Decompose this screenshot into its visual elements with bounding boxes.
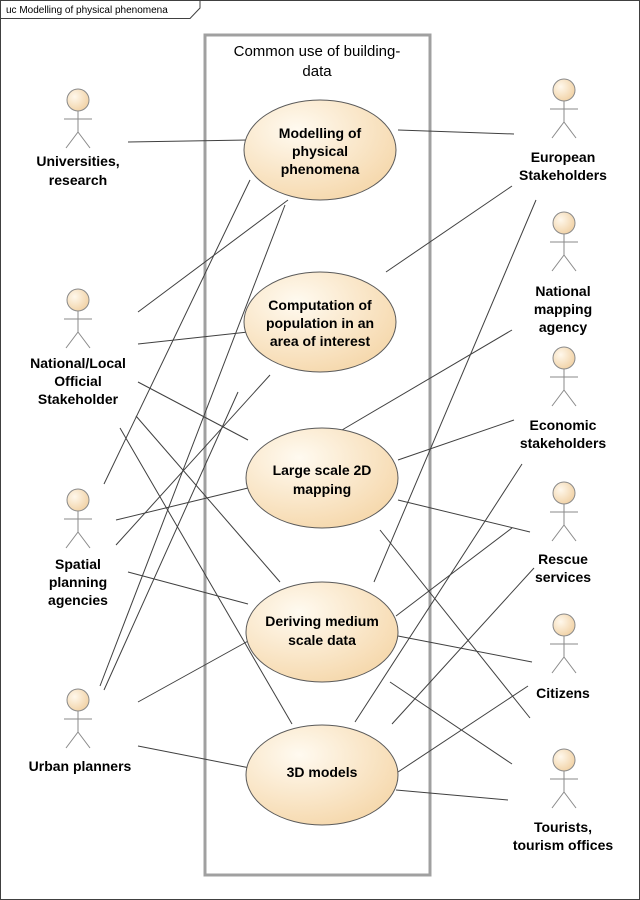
assoc-european-medium <box>373 199 537 583</box>
assoc-national-3d <box>119 427 293 725</box>
assoc-urban-population <box>103 391 239 691</box>
usecase-3d-models[interactable]: 3D models <box>245 724 399 826</box>
assoc-rescue-medium <box>379 529 531 719</box>
assoc-citizens-largescale <box>389 681 513 765</box>
assoc-citizens-medium <box>397 635 533 663</box>
assoc-national-population <box>137 331 249 345</box>
usecase-medium-scale[interactable]: Deriving medium scale data <box>245 581 399 683</box>
assoc-national-largescale <box>137 381 249 441</box>
assoc-rescue-largescale <box>397 499 531 533</box>
actor-stick-figure-icon <box>550 613 578 674</box>
actor-urban-planners[interactable]: Urban planners <box>29 688 132 774</box>
actor-spatial-planning-line-1: Spatial <box>55 556 101 572</box>
system-boundary <box>203 33 432 877</box>
actor-citizens-line-1: Citizens <box>536 685 590 701</box>
usecase-medium-scale-line-1: Deriving medium <box>265 613 379 629</box>
actor-rescue[interactable]: Rescue services <box>535 481 591 585</box>
actor-economic-line-2: stakeholders <box>520 435 607 451</box>
assoc-mapping-3d <box>354 463 523 723</box>
usecase-3d-models-line-1: 3D models <box>287 764 358 780</box>
actor-national-mapping-line-1: National <box>535 283 590 299</box>
usecase-modelling-line-2: physical <box>292 143 348 159</box>
associations <box>99 129 537 801</box>
usecase-population-line-1: Computation of <box>268 297 372 313</box>
usecase-modelling-line-3: phenomena <box>281 161 360 177</box>
actor-stick-figure-icon <box>550 78 578 139</box>
assoc-spatial-population <box>115 374 271 546</box>
assoc-spatial-largescale <box>115 487 249 521</box>
actor-stick-figure-icon <box>64 288 92 349</box>
assoc-spatial-medium <box>127 571 249 605</box>
assoc-economic-medium <box>395 527 513 617</box>
assoc-spatial-modelling <box>103 179 251 485</box>
assoc-spatial-medium-2 <box>135 415 281 583</box>
assoc-rescue-3d <box>391 567 535 725</box>
usecase-large-scale-line-2: mapping <box>293 481 351 497</box>
actor-national-mapping-line-2: mapping <box>534 301 592 317</box>
actor-tourists-line-1: Tourists, <box>534 819 592 835</box>
actor-national-local-line-2: Official <box>54 373 101 389</box>
actor-spatial-planning-line-3: agencies <box>48 592 108 608</box>
usecase-medium-scale-line-2: scale data <box>288 632 356 648</box>
assoc-mapping-largescale <box>341 329 513 431</box>
actor-urban-planners-line-1: Urban planners <box>29 758 132 774</box>
actor-tourists[interactable]: Tourists, tourism offices <box>513 748 614 853</box>
assoc-urban-medium <box>137 639 251 703</box>
actor-stick-figure-icon <box>550 748 578 809</box>
actor-stick-figure-icon <box>550 211 578 272</box>
actor-european[interactable]: European Stakeholders <box>519 78 607 183</box>
actor-national-mapping-line-3: agency <box>539 319 587 335</box>
actor-rescue-line-2: services <box>535 569 591 585</box>
actor-rescue-line-1: Rescue <box>538 551 588 567</box>
actor-national-mapping[interactable]: National mapping agency <box>534 211 592 335</box>
usecase-population-line-3: area of interest <box>270 333 371 349</box>
actor-stick-figure-icon <box>64 688 92 749</box>
assoc-economic-largescale <box>397 419 515 461</box>
frame-label-tab <box>0 0 201 19</box>
actor-european-line-2: Stakeholders <box>519 167 607 183</box>
system-title-line-2: data <box>302 63 332 80</box>
assoc-citizens-3d <box>397 685 529 773</box>
usecase-modelling-line-1: Modelling of <box>279 125 362 141</box>
actor-national-local-line-1: National/Local <box>30 355 126 371</box>
assoc-european-population <box>385 185 513 273</box>
actor-national-local[interactable]: National/Local Official Stakeholder <box>30 288 126 407</box>
usecase-large-scale-line-1: Large scale 2D <box>273 462 372 478</box>
actor-economic-line-1: Economic <box>530 417 597 433</box>
assoc-european-modelling <box>397 129 515 135</box>
actor-spatial-planning-line-2: planning <box>49 574 107 590</box>
actor-spatial-planning[interactable]: Spatial planning agencies <box>48 488 108 608</box>
actor-stick-figure-icon <box>64 88 92 149</box>
assoc-urban-3d <box>137 745 251 769</box>
actor-economic[interactable]: Economic stakeholders <box>520 346 607 451</box>
frame-label: uc Modelling of physical phenomena <box>6 5 168 16</box>
usecase-population-line-2: population in an <box>266 315 374 331</box>
actor-stick-figure-icon <box>64 488 92 549</box>
assoc-tourists-3d <box>395 789 509 801</box>
assoc-urban-modelling <box>99 204 286 687</box>
actor-tourists-line-2: tourism offices <box>513 837 614 853</box>
actor-stick-figure-icon <box>550 481 578 542</box>
usecase-modelling[interactable]: Modelling of physical phenomena <box>243 99 397 201</box>
usecase-large-scale[interactable]: Large scale 2D mapping <box>245 427 399 529</box>
usecase-population[interactable]: Computation of population in an area of … <box>243 271 397 373</box>
actor-universities[interactable]: Universities, research <box>36 88 120 188</box>
assoc-universities-modelling <box>127 139 249 143</box>
actor-universities-line-2: research <box>49 172 107 188</box>
actor-citizens[interactable]: Citizens <box>536 613 590 701</box>
actor-european-line-1: European <box>531 149 596 165</box>
system-title-line-1: Common use of building- <box>234 43 401 60</box>
actor-universities-line-1: Universities, <box>36 153 119 169</box>
actor-stick-figure-icon <box>550 346 578 407</box>
actor-national-local-line-3: Stakeholder <box>38 391 119 407</box>
